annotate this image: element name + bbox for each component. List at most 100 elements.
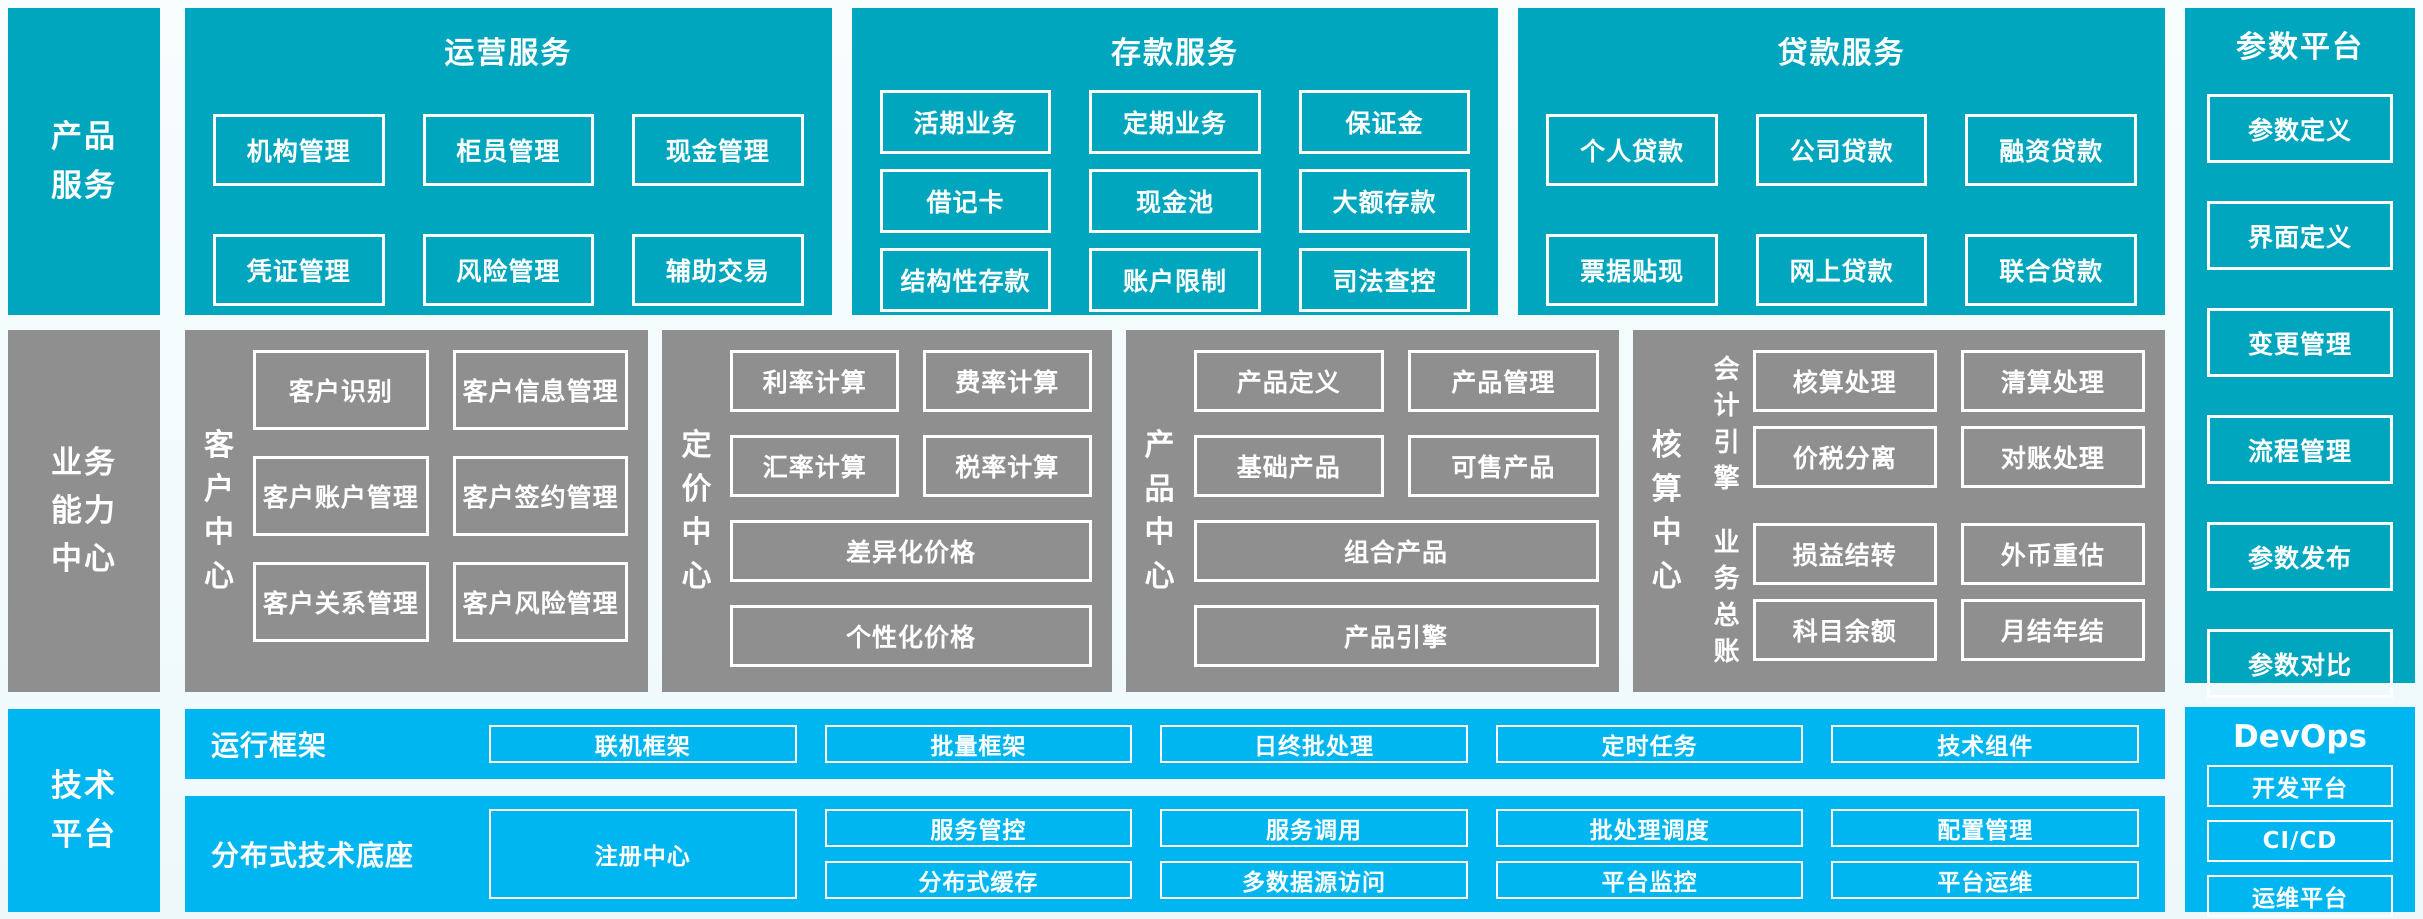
diagram-box: 变更管理: [2207, 308, 2393, 377]
section-operations-services: 运营服务 机构管理 柜员管理 现金管理 凭证管理 风险管理 辅助交易: [185, 8, 832, 315]
group-business-ledger: 业务总账 损益结转 外币重估 科目余额 月结年结: [1701, 523, 2146, 672]
diagram-box: 客户签约管理: [452, 456, 629, 536]
diagram-box: 产品引擎: [1193, 605, 1599, 667]
panel-product-center: 产品中心 产品定义 产品管理 基础产品 可售产品 组合产品 产品引擎: [1125, 330, 1619, 692]
bar-runtime-framework: 运行框架 联机框架 批量框架 日终批处理 定时任务 技术组件: [185, 709, 2165, 779]
section-devops: DevOps 开发平台 CI/CD 运维平台: [2185, 707, 2415, 917]
bar-distributed-base: 分布式技术底座 注册中心 服务管控 服务调用 批处理调度 配置管理 分布式缓存 …: [185, 796, 2165, 912]
diagram-box: 组合产品: [1193, 520, 1599, 582]
panel-pricing-center: 定价中心 利率计算 费率计算 汇率计算 税率计算 差异化价格 个性化价格: [662, 330, 1112, 692]
diagram-box: 参数定义: [2207, 94, 2393, 163]
diagram-box: 多数据源访问: [1160, 861, 1468, 899]
diagram-box: 批处理调度: [1495, 809, 1804, 847]
product-services-band: 运营服务 机构管理 柜员管理 现金管理 凭证管理 风险管理 辅助交易 存款服务 …: [185, 8, 2166, 315]
diagram-box: 月结年结: [1960, 599, 2146, 661]
diagram-box: 运维平台: [2207, 875, 2393, 917]
loan-grid: 个人贷款 公司贷款 融资贷款 票据贴现 网上贷款 联合贷款: [1546, 114, 2138, 306]
panel-label: 定价中心: [681, 428, 712, 594]
diagram-box: 日终批处理: [1160, 725, 1468, 763]
diagram-box: 汇率计算: [730, 435, 899, 497]
diagram-box: 费率计算: [922, 350, 1092, 412]
diagram-box: 外币重估: [1960, 523, 2146, 585]
diagram-box: 科目余额: [1752, 599, 1937, 661]
diagram-box: 客户识别: [253, 350, 429, 430]
deposit-grid: 活期业务 定期业务 保证金 借记卡 现金池 大额存款 结构性存款 账户限制 司法…: [879, 90, 1471, 312]
section-loan-services: 贷款服务 个人贷款 公司贷款 融资贷款 票据贴现 网上贷款 联合贷款: [1518, 8, 2166, 315]
diagram-box: CI/CD: [2207, 820, 2393, 862]
diagram-box: 融资贷款: [1965, 114, 2138, 186]
bar-label: 分布式技术底座: [211, 839, 415, 872]
diagram-box: 现金池: [1089, 169, 1261, 233]
section-title: DevOps: [2233, 719, 2367, 755]
diagram-box: 凭证管理: [213, 234, 385, 306]
section-title: 存款服务: [1111, 36, 1239, 71]
business-capability-band: 客户中心 客户识别 客户信息管理 客户账户管理 客户签约管理 客户关系管理 客户…: [185, 330, 2166, 692]
diagram-box: 票据贴现: [1546, 234, 1718, 306]
accounting-body: 会计引擎 核算处理 清算处理 价税分离 对账处理 业务总账 损益结转 外币重估 …: [1701, 350, 2146, 672]
diagram-box: 客户信息管理: [452, 350, 629, 430]
diagram-box: 账户限制: [1089, 248, 1261, 312]
bar-label: 运行框架: [211, 729, 328, 762]
section-deposit-services: 存款服务 活期业务 定期业务 保证金 借记卡 现金池 大额存款 结构性存款 账户…: [851, 8, 1499, 315]
diagram-box: 网上贷款: [1755, 234, 1928, 306]
diagram-box: 分布式缓存: [824, 861, 1133, 899]
pricing-grid: 利率计算 费率计算 汇率计算 税率计算 差异化价格 个性化价格: [730, 350, 1092, 672]
diagram-box: 定期业务: [1089, 90, 1261, 154]
diagram-box: 风险管理: [422, 234, 595, 306]
diagram-box: 参数对比: [2207, 629, 2393, 698]
diagram-box: 损益结转: [1752, 523, 1937, 585]
diagram-box: 现金管理: [632, 114, 804, 186]
diagram-box: 活期业务: [879, 90, 1052, 154]
group-label: 业务总账: [1713, 527, 1740, 667]
diagram-box: 开发平台: [2207, 765, 2393, 807]
diagram-box: 流程管理: [2207, 415, 2393, 484]
diagram-box: 客户风险管理: [452, 562, 629, 642]
diagram-box: 差异化价格: [730, 520, 1092, 582]
section-title: 贷款服务: [1777, 36, 1906, 71]
product-grid: 产品定义 产品管理 基础产品 可售产品 组合产品 产品引擎: [1193, 350, 1599, 672]
section-title: 参数平台: [2236, 30, 2364, 65]
diagram-box: 结构性存款: [879, 248, 1052, 312]
section-parameter-platform: 参数平台 参数定义 界面定义 变更管理 流程管理 参数发布 参数对比: [2185, 8, 2415, 698]
diagram-box: 平台监控: [1495, 861, 1804, 899]
diagram-box: 公司贷款: [1755, 114, 1928, 186]
diagram-box: 产品管理: [1408, 350, 1599, 412]
rail-label-product-services: 产品 服务: [8, 8, 160, 315]
diagram-box: 界面定义: [2207, 201, 2393, 270]
diagram-box: 平台运维: [1831, 861, 2139, 899]
panel-label: 核算中心: [1651, 428, 1682, 594]
group-label: 会计引擎: [1713, 354, 1740, 494]
diagram-box: 服务管控: [824, 809, 1133, 847]
operations-grid: 机构管理 柜员管理 现金管理 凭证管理 风险管理 辅助交易: [213, 114, 804, 306]
panel-customer-center: 客户中心 客户识别 客户信息管理 客户账户管理 客户签约管理 客户关系管理 客户…: [185, 330, 649, 692]
diagram-box: 参数发布: [2207, 522, 2393, 591]
diagram-box: 清算处理: [1960, 350, 2146, 412]
diagram-box: 保证金: [1298, 90, 1471, 154]
diagram-box: 辅助交易: [632, 234, 804, 306]
diagram-box: 注册中心: [489, 809, 797, 899]
diagram-box: 柜员管理: [422, 114, 595, 186]
diagram-box: 税率计算: [922, 435, 1092, 497]
diagram-box: 配置管理: [1831, 809, 2139, 847]
diagram-box: 司法查控: [1298, 248, 1471, 312]
rail-label-tech-platform: 技术 平台: [8, 709, 160, 912]
panel-accounting-center: 核算中心 会计引擎 核算处理 清算处理 价税分离 对账处理 业务总账 损益结转 …: [1632, 330, 2166, 692]
diagram-box: 服务调用: [1160, 809, 1468, 847]
diagram-box: 大额存款: [1298, 169, 1471, 233]
diagram-box: 个人贷款: [1546, 114, 1718, 186]
diagram-box: 核算处理: [1752, 350, 1937, 412]
diagram-box: 利率计算: [730, 350, 899, 412]
diagram-box: 可售产品: [1408, 435, 1599, 497]
diagram-box: 客户关系管理: [253, 562, 429, 642]
diagram-box: 定时任务: [1495, 725, 1804, 763]
diagram-box: 机构管理: [213, 114, 385, 186]
panel-label: 产品中心: [1144, 428, 1175, 594]
group-accounting-engine: 会计引擎 核算处理 清算处理 价税分离 对账处理: [1701, 350, 2146, 499]
section-title: 运营服务: [444, 36, 573, 71]
diagram-box: 价税分离: [1752, 426, 1937, 488]
customer-grid: 客户识别 客户信息管理 客户账户管理 客户签约管理 客户关系管理 客户风险管理: [253, 350, 629, 672]
diagram-box: 基础产品: [1193, 435, 1385, 497]
diagram-box: 对账处理: [1960, 426, 2146, 488]
diagram-box: 借记卡: [879, 169, 1052, 233]
